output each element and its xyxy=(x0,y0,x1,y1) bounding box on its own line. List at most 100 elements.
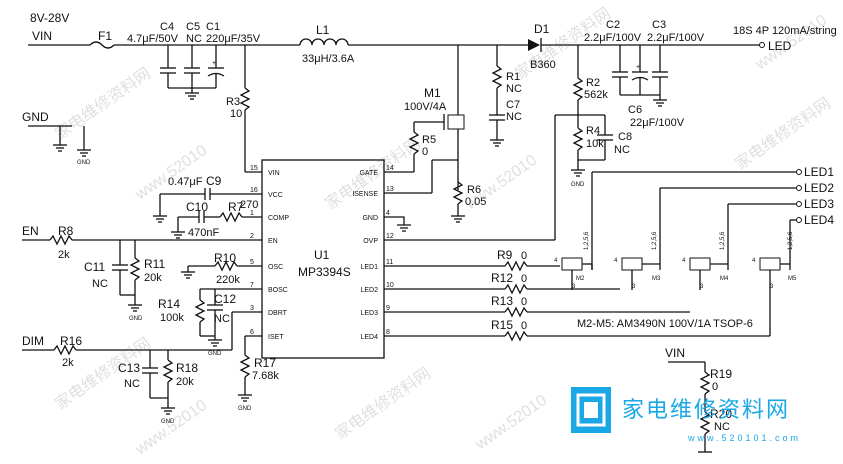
c11-value: NC xyxy=(92,278,108,290)
r1-value: NC xyxy=(506,83,522,95)
r17-value: 7.68k xyxy=(252,370,279,382)
ic-pin-number: 16 xyxy=(250,187,258,194)
ic-u1: U1 MP3394S 15VIN16VCC1COMP2EN5OSC7BOSC3D… xyxy=(250,159,411,359)
c10-ref: C10 xyxy=(186,200,208,214)
c12-value: NC xyxy=(214,313,230,325)
c4-value: 4.7μF/50V xyxy=(127,33,179,45)
svg-text:1,2,5,6: 1,2,5,6 xyxy=(720,231,726,250)
c5-value: NC xyxy=(186,33,202,45)
svg-text:GND: GND xyxy=(208,351,222,357)
r11-ref: R11 xyxy=(144,257,165,271)
gnd-label-ovp: GND xyxy=(571,182,585,188)
ic-pin-number: 10 xyxy=(386,282,394,289)
ic-pin-number: 7 xyxy=(250,282,254,289)
r19-ref: R19 xyxy=(710,367,732,381)
r6-ref: R6 xyxy=(467,184,481,196)
ic-pin-number: 14 xyxy=(386,165,394,172)
r3-value: 10 xyxy=(230,108,242,120)
m4-ref: M4 xyxy=(720,276,729,282)
c9-value: 0.47μF xyxy=(168,176,203,188)
r17-ref: R17 xyxy=(254,356,276,370)
r10-value: 220k xyxy=(216,274,240,286)
ic-pin-number: 15 xyxy=(250,165,258,172)
r3-ref: R3 xyxy=(226,96,240,108)
svg-text:3: 3 xyxy=(770,284,774,290)
ic-pin-number: 6 xyxy=(250,329,254,336)
gnd-small-label: GND xyxy=(77,160,91,166)
m1-value: 100V/4A xyxy=(404,101,447,113)
mosfets-m2-m5: 4 1,2,5,6 3 M2 4 1,2,5,6 3 M3 4 1,2,5,6 … xyxy=(554,231,797,330)
snubber-r1-c7: R1 NC C7 NC xyxy=(489,45,522,147)
l1-value: 33μH/3.6A xyxy=(302,53,355,65)
r2-ref: R2 xyxy=(586,77,600,89)
c5-ref: C5 xyxy=(186,21,200,33)
ic-pin-number: 2 xyxy=(250,233,254,240)
ic-pin-name: LED1 xyxy=(360,264,378,271)
c12-ref: C12 xyxy=(214,292,236,306)
mosfet-m1: M1 100V/4A R5 0 R6 0.05 xyxy=(384,45,486,223)
brand-url: www.520101.com xyxy=(687,433,801,443)
ic-pin-name: DBRT xyxy=(268,310,288,317)
ic-right-pins: 14GATE13ISENSE4GND12OVP11LED110LED29LED3… xyxy=(352,165,411,341)
mosfet-note: M2-M5: AM3490N 100V/1A TSOP-6 xyxy=(577,318,753,330)
r20-value: NC xyxy=(714,421,730,433)
ic-pin-name: GND xyxy=(362,215,378,222)
r7-ref: R7 xyxy=(228,200,244,214)
ic-ref: U1 xyxy=(314,248,330,262)
osc-network: R10 220k R14 100k C12 NC GND xyxy=(158,251,262,357)
r4-value: 10k xyxy=(586,138,604,150)
brand-logo: 家电维修资料网 www.520101.com xyxy=(571,387,801,443)
c10-value: 470nF xyxy=(188,227,219,239)
led3-label: LED3 xyxy=(804,197,834,211)
r10-ref: R10 xyxy=(214,251,236,265)
c4-ref: C4 xyxy=(160,21,174,33)
en-network: EN R8 2k C11 NC R11 20k GND xyxy=(22,224,262,322)
r5-ref: R5 xyxy=(422,134,436,146)
r18-ref: R18 xyxy=(176,361,198,375)
led-output-label: LED xyxy=(768,39,792,53)
svg-text:1,2,5,6: 1,2,5,6 xyxy=(788,231,794,250)
ic-pin-number: 9 xyxy=(386,305,390,312)
r13-value: 0 xyxy=(521,296,527,308)
r19-value: 0 xyxy=(712,381,718,393)
r12-value: 0 xyxy=(521,273,527,285)
svg-text:3: 3 xyxy=(700,284,704,290)
c9-ref: C9 xyxy=(206,174,222,188)
c3-value: 2.2μF/100V xyxy=(647,32,705,44)
m3-ref: M3 xyxy=(652,276,661,282)
en-label: EN xyxy=(22,224,39,238)
svg-text:3: 3 xyxy=(572,284,576,290)
c1-value: 220μF/35V xyxy=(206,33,261,45)
ic-pin-name: COMP xyxy=(268,215,289,222)
ic-pin-number: 13 xyxy=(386,186,394,193)
ovp-divider: R2 562k R4 10k C8 NC GND xyxy=(384,45,632,241)
watermark-url: www.52010 xyxy=(132,397,210,459)
c13-value: NC xyxy=(124,378,140,390)
svg-text:1,2,5,6: 1,2,5,6 xyxy=(584,231,590,250)
vin2-label: VIN xyxy=(665,346,685,360)
input-section: 8V-28V VIN F1 C4 C5 C1 4.7μF/50V NC 220μ… xyxy=(28,11,300,173)
vin-r19-r20: VIN R19 0 R20 NC xyxy=(665,346,732,453)
vin-label: VIN xyxy=(32,29,52,43)
r6-value: 0.05 xyxy=(465,196,486,208)
ic-pin-name: OSC xyxy=(268,264,283,271)
r7-value: 270 xyxy=(240,199,258,211)
ic-pin-name: OVP xyxy=(363,238,378,245)
ic-pin-number: 11 xyxy=(386,259,393,266)
c8-value: NC xyxy=(614,144,630,156)
r11-value: 20k xyxy=(144,272,162,284)
ic-pin-name: VCC xyxy=(268,192,283,199)
c7-value: NC xyxy=(506,111,522,123)
dim-network: DIM R16 2k C13 NC R18 20k GND xyxy=(22,334,233,425)
r18-value: 20k xyxy=(176,376,194,388)
c11-ref: C11 xyxy=(84,260,105,274)
c13-ref: C13 xyxy=(118,361,140,375)
r20-ref: R20 xyxy=(710,407,732,421)
gnd-label: GND xyxy=(22,110,49,124)
fuse-symbol xyxy=(89,41,115,49)
svg-text:GND: GND xyxy=(129,316,143,322)
svg-text:GND: GND xyxy=(161,419,175,425)
ic-pin-number: 5 xyxy=(250,259,254,266)
r14-ref: R14 xyxy=(158,297,180,311)
